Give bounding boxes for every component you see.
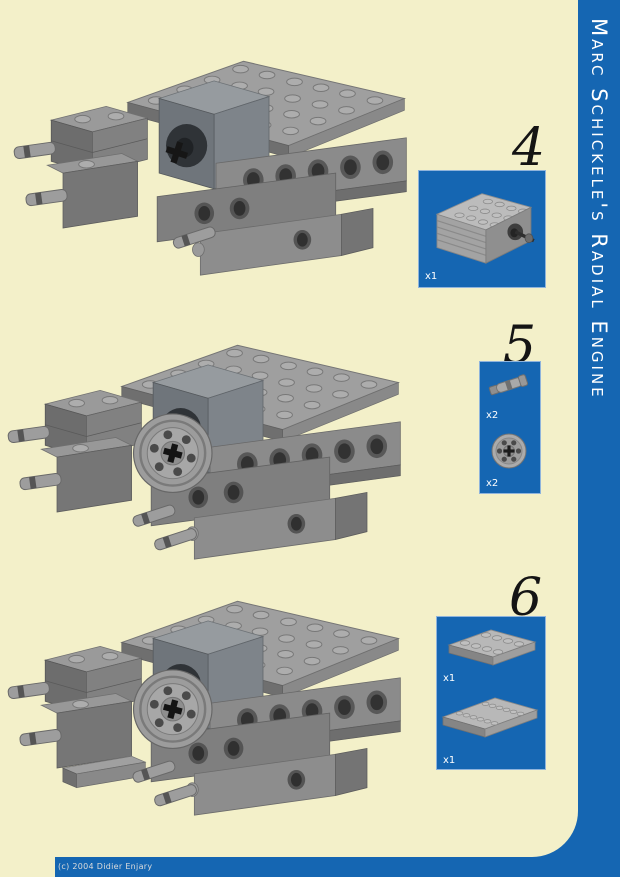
assembly-image-step-4 bbox=[12, 24, 424, 281]
lower-center-brick bbox=[156, 172, 337, 243]
parts-callout-step-6: x1 x1 bbox=[436, 616, 546, 770]
corner-patch bbox=[0, 857, 55, 877]
part-count: x2 bbox=[486, 478, 499, 489]
left-lower-brick bbox=[40, 437, 133, 513]
part-count: x1 bbox=[443, 755, 456, 766]
part-pulley-wheel-image bbox=[491, 433, 527, 469]
part-plate-2x6-image bbox=[441, 697, 539, 738]
bottom-brick bbox=[186, 491, 368, 560]
left-pin-lower bbox=[25, 188, 68, 207]
part-electric-motor-image bbox=[435, 193, 535, 264]
left-pin-lower bbox=[19, 728, 62, 747]
left-pin-upper bbox=[7, 425, 50, 444]
assembly-image-step-6 bbox=[6, 564, 418, 821]
axle-cross-icon bbox=[162, 443, 183, 463]
parts-callout-step-5: x2 x2 bbox=[479, 361, 541, 494]
step-number-6: 6 bbox=[509, 568, 543, 628]
bottom-pin bbox=[172, 226, 216, 249]
page-title: Marc Schickele's Radial Engine bbox=[587, 18, 611, 400]
content-area: 4 5 6 x1 bbox=[0, 0, 578, 857]
part-count: x2 bbox=[486, 410, 499, 421]
part-axle-pin-image bbox=[488, 374, 529, 396]
pulley-wheel bbox=[132, 413, 213, 494]
lego-assembly-render bbox=[7, 344, 401, 560]
lego-assembly-render bbox=[7, 600, 401, 816]
bottom-pins bbox=[132, 760, 197, 807]
copyright-text: (c) 2004 Didier Enjary bbox=[58, 862, 153, 871]
footer-band: (c) 2004 Didier Enjary bbox=[55, 857, 620, 877]
part-count: x1 bbox=[425, 271, 438, 282]
part-count: x1 bbox=[443, 673, 456, 684]
part-plate-2x4-image bbox=[447, 629, 537, 666]
bottom-pins bbox=[132, 504, 197, 551]
left-pin-lower bbox=[19, 472, 62, 491]
left-pin-upper bbox=[13, 141, 56, 160]
lower-center-brick bbox=[150, 712, 331, 783]
side-title-band: Marc Schickele's Radial Engine bbox=[578, 0, 620, 877]
lego-assembly-render bbox=[13, 60, 407, 276]
axle-cross-icon bbox=[165, 141, 189, 164]
bottom-brick bbox=[192, 207, 374, 276]
parts-callout-step-4: x1 bbox=[418, 170, 546, 288]
assembly-image-step-5 bbox=[6, 308, 418, 565]
added-bottom-plate bbox=[61, 755, 147, 789]
pulley-wheel bbox=[132, 669, 213, 750]
axle-cross-icon bbox=[162, 699, 183, 719]
left-pin-upper bbox=[7, 681, 50, 700]
step-number-4: 4 bbox=[512, 118, 546, 178]
left-lower-brick bbox=[46, 153, 139, 229]
